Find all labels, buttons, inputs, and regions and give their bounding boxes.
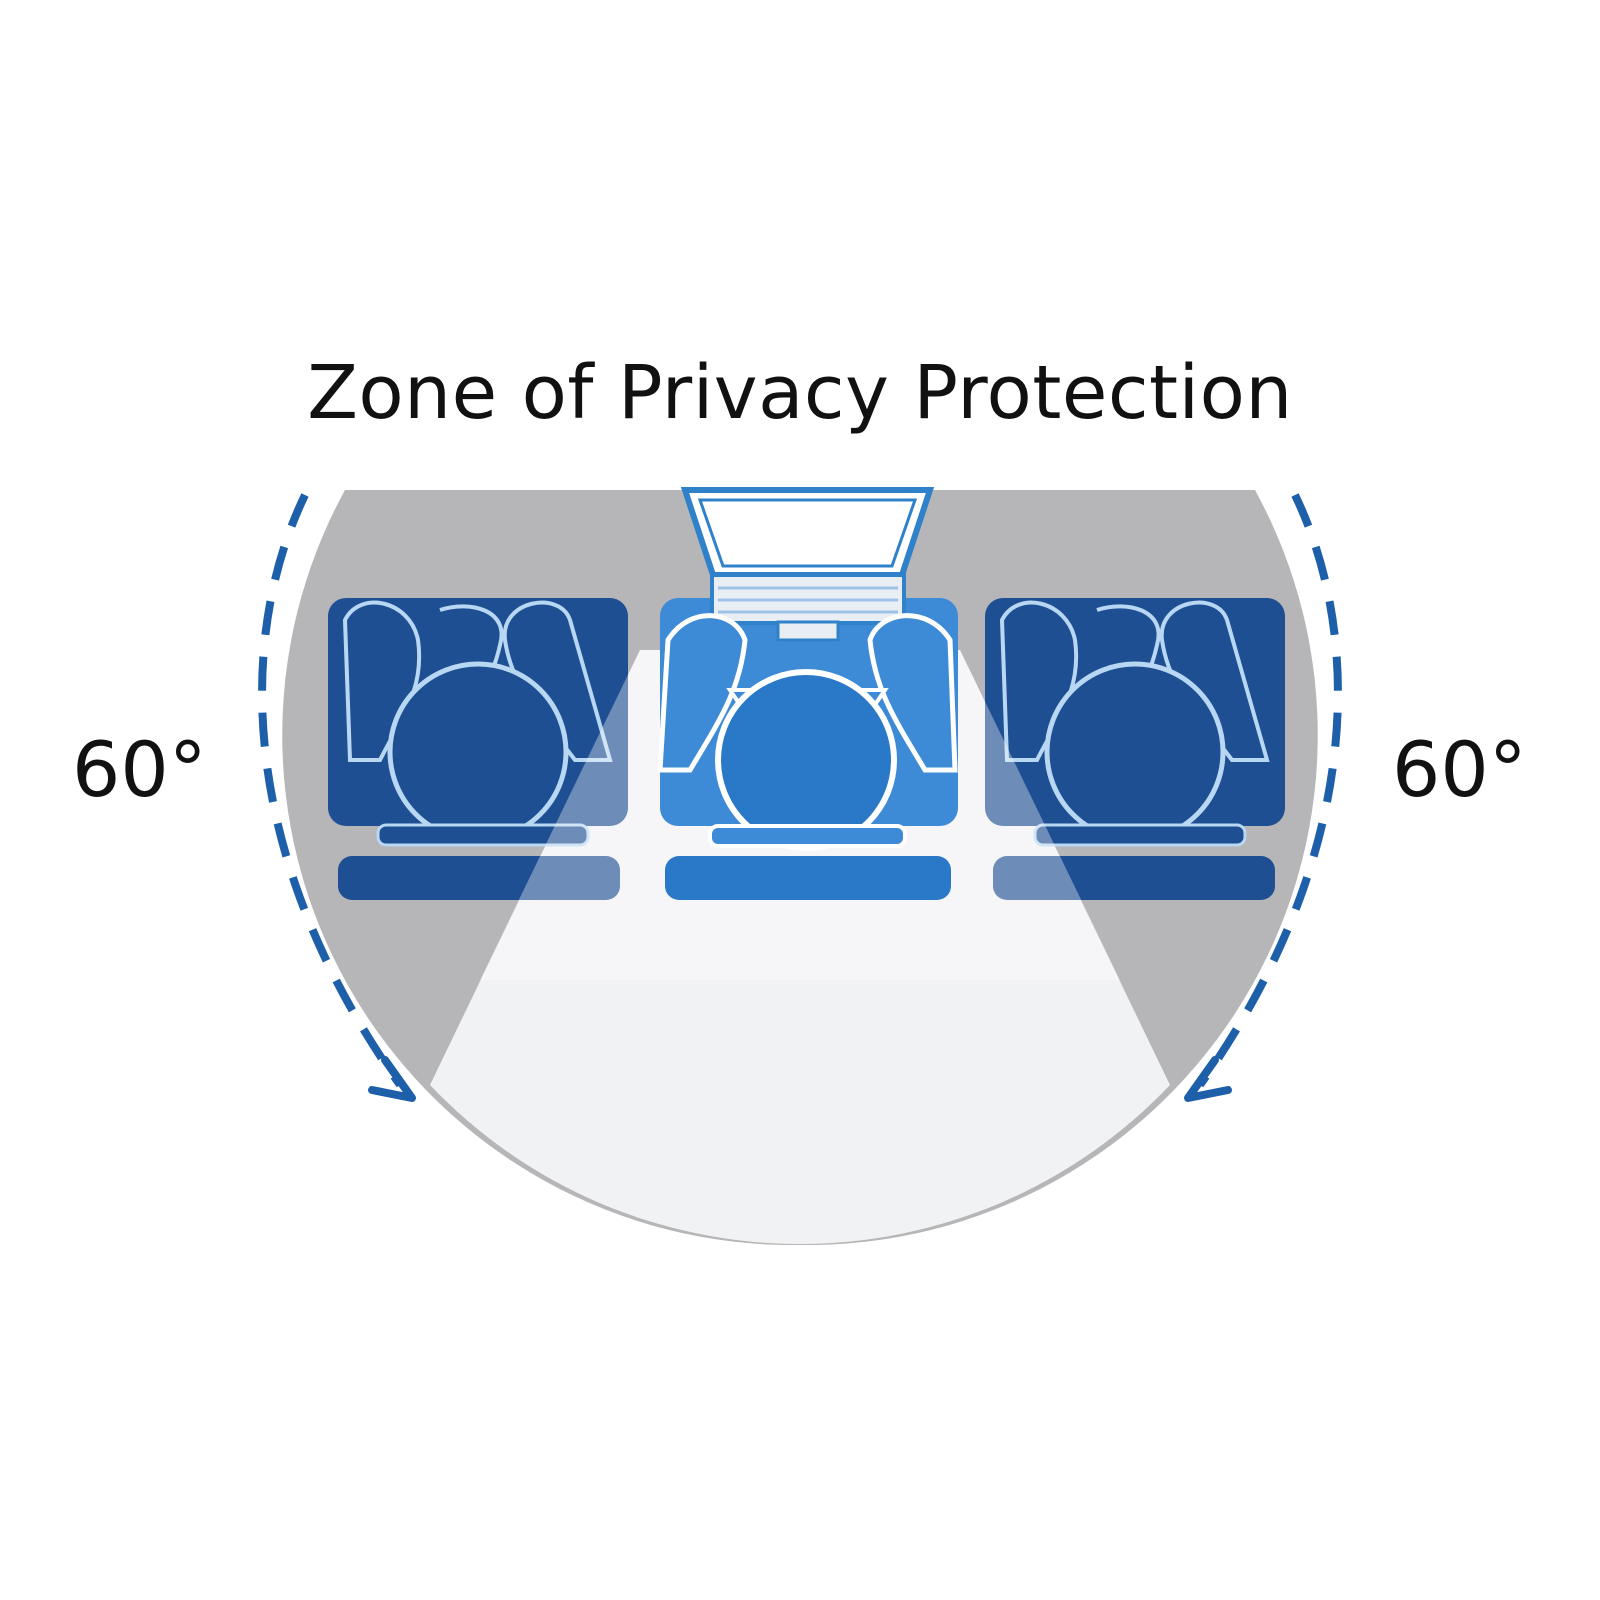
right-person-shoulders [1033,823,1247,847]
center-person [657,487,958,900]
left-seat-front [338,856,620,900]
left-angle-label: 60° [72,725,207,814]
right-arrowhead [1184,1056,1232,1102]
left-arrowhead [368,1056,416,1102]
left-person-shoulders [376,823,590,847]
left-arc [258,493,404,1088]
dashed-curved-arrow-icon [258,493,416,1102]
right-seat-front [993,856,1275,900]
right-person [985,598,1285,900]
center-person-shoulders [708,824,907,848]
center-person-left-arm [657,613,748,773]
laptop-icon [680,487,935,642]
dashed-curved-arrow-icon [1184,493,1342,1102]
right-person-head [1044,661,1226,843]
center-seat-front [665,856,951,900]
laptop-trackpad [776,620,840,642]
left-person-head [387,661,569,843]
right-arc [1196,493,1342,1088]
center-person-head [715,669,897,851]
laptop-screen-inner [697,498,918,568]
right-angle-label: 60° [1392,725,1527,814]
center-person-right-arm [867,613,958,773]
diagram-title: Zone of Privacy Protection [307,350,1293,436]
left-person [328,598,628,900]
